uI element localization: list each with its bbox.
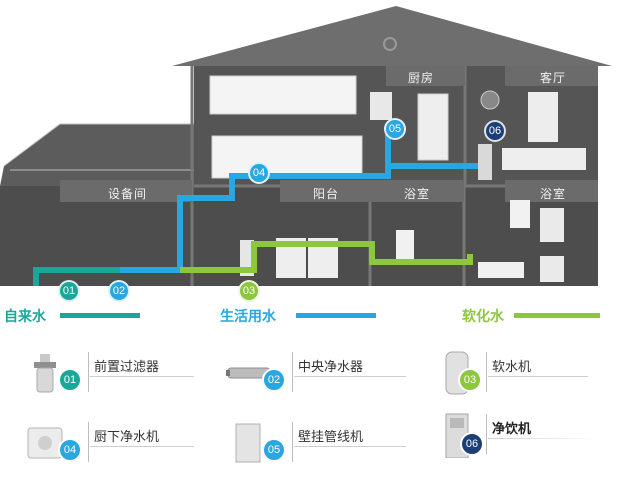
dispenser-06-icon xyxy=(478,144,492,180)
cabinet-icon xyxy=(540,256,564,282)
device-num: 02 xyxy=(262,368,286,392)
device-item-02: 02 中央净水器 xyxy=(226,350,416,400)
device-num: 04 xyxy=(58,438,82,462)
device-item-04: 04 厨下净水机 xyxy=(22,420,202,470)
roof-vent-icon xyxy=(383,37,397,51)
room-label-living: 客厅 xyxy=(540,71,567,85)
clock-icon xyxy=(480,90,500,110)
marker-04: 04 xyxy=(248,162,270,184)
device-name: 壁挂管线机 xyxy=(298,430,364,445)
legend-domestic-line xyxy=(296,313,376,318)
marker-03: 03 xyxy=(238,280,260,302)
legend-domestic-water: 生活用水 xyxy=(220,309,276,325)
legend-tap-water: 自来水 xyxy=(4,309,46,325)
device-name: 软水机 xyxy=(492,360,532,375)
prefilter-icon xyxy=(34,354,56,393)
mirror-icon xyxy=(540,208,564,242)
device-num: 03 xyxy=(458,368,482,392)
device-item-05: 05 壁挂管线机 xyxy=(226,420,416,470)
legend-soft-water: 软化水 xyxy=(462,309,504,325)
legend-soft-line xyxy=(514,313,600,318)
roof xyxy=(172,6,612,66)
room-label-equipment: 设备间 xyxy=(108,187,148,201)
sofa-icon xyxy=(502,148,586,170)
fridge-icon xyxy=(417,93,449,161)
room-label-kitchen: 厨房 xyxy=(408,71,435,85)
marker-01: 01 xyxy=(58,280,80,302)
device-item-01: 01 前置过滤器 xyxy=(22,350,202,400)
house-diagram xyxy=(0,6,612,286)
device-num: 06 xyxy=(460,432,484,456)
water-heater-icon xyxy=(510,200,530,228)
marker-06: 06 xyxy=(484,120,506,142)
device-name: 净饮机 xyxy=(492,422,532,437)
bathtub-icon xyxy=(478,262,524,278)
undersink-purifier-icon xyxy=(27,427,63,459)
range-hood-icon xyxy=(370,92,392,120)
room-label-bath1: 浴室 xyxy=(404,187,431,201)
tap-water-pipe xyxy=(33,267,120,286)
wall-dispenser-icon xyxy=(235,423,261,463)
marker-05: 05 xyxy=(384,118,406,140)
toilet-icon xyxy=(396,230,414,264)
kitchen-cabinets-icon xyxy=(209,75,363,179)
legend-tap-line xyxy=(60,313,140,318)
room-label-bath2: 浴室 xyxy=(540,187,567,201)
domestic-water-pipe xyxy=(120,173,262,273)
device-name: 厨下净水机 xyxy=(94,430,160,445)
marker-02: 02 xyxy=(108,280,130,302)
terrace-railing xyxy=(3,123,194,171)
device-item-06: 06 净饮机 xyxy=(438,412,608,462)
bookshelf-icon xyxy=(528,92,558,142)
device-num: 01 xyxy=(58,368,82,392)
device-name: 中央净水器 xyxy=(298,360,364,375)
device-name: 前置过滤器 xyxy=(94,360,160,375)
room-label-balcony: 阳台 xyxy=(313,187,340,201)
soft-water-pipe xyxy=(180,241,473,273)
device-item-03: 03 软水机 xyxy=(438,350,608,400)
device-num: 05 xyxy=(262,438,286,462)
